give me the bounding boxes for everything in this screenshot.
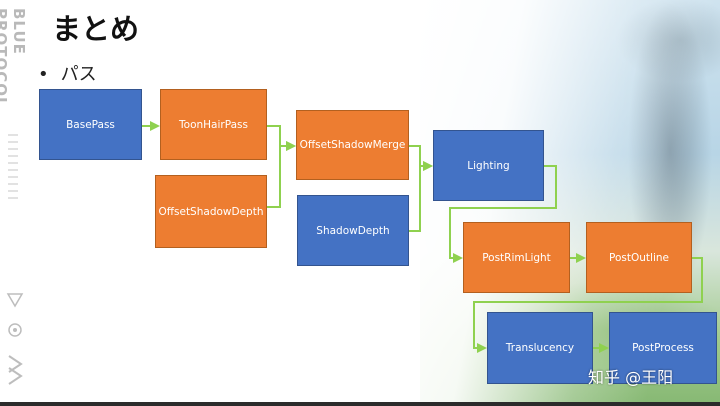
edge-lighting-to-postrimlight <box>449 165 557 263</box>
edge-offsetshadowmerge-to-lighting <box>409 145 433 171</box>
side-decoration-lines <box>8 134 20 204</box>
node-shadowdepth: ShadowDepth <box>297 195 409 266</box>
side-chevron-icon <box>6 352 24 388</box>
side-crest-icon <box>6 322 24 338</box>
edge-shadowdepth-to-lighting <box>409 161 433 232</box>
side-brand-logo: BLUE PROTOCOL <box>0 8 28 108</box>
node-postprocess: PostProcess <box>609 312 717 384</box>
node-offsetshadowdepth: OffsetShadowDepth <box>155 175 267 248</box>
bullet-item: • パス <box>38 60 97 86</box>
side-emblem-icon <box>6 292 24 308</box>
node-basepass: BasePass <box>39 89 142 160</box>
slide-title: まとめ <box>52 12 140 46</box>
bullet-text: パス <box>60 64 97 85</box>
edge-offsetshadowdepth-to-offsetshadowmerge <box>267 141 296 208</box>
node-postrimlight: PostRimLight <box>463 222 570 293</box>
bullet-dot-icon: • <box>38 64 49 85</box>
node-offsetshadowmerge: OffsetShadowMerge <box>296 110 409 180</box>
node-translucency: Translucency <box>487 312 593 384</box>
edge-postoutline-to-translucency <box>473 257 703 353</box>
node-toonhairpass: ToonHairPass <box>160 89 267 160</box>
bottom-bar <box>0 402 720 406</box>
edge-toonhairpass-to-offsetshadowmerge <box>267 125 296 151</box>
node-lighting: Lighting <box>433 130 544 201</box>
watermark-text: 知乎 @王阳 <box>588 368 674 387</box>
node-postoutline: PostOutline <box>586 222 692 293</box>
